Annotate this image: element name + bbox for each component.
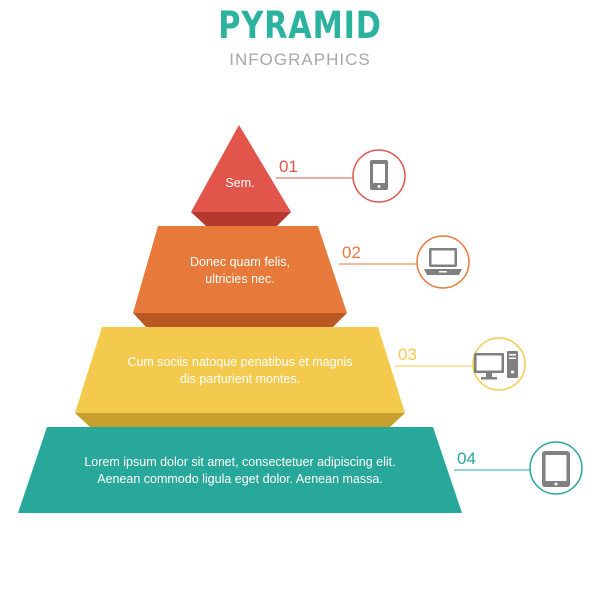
tier-3-depth-face: [75, 413, 405, 427]
tier-4-label: Lorem ipsum dolor sit amet, consectetuer…: [30, 454, 450, 488]
laptop-icon: [424, 248, 462, 275]
tier-3-front-face: [75, 327, 405, 413]
tier-1-number: 01: [279, 157, 298, 176]
tier-4-label-line-2: Aenean commodo ligula eget dolor. Aenean…: [97, 472, 383, 486]
tier-3-label-line-1: Cum sociis natoque penatibus et magnis: [127, 355, 353, 369]
tier-1-label-line-1: Sem.: [225, 176, 255, 190]
tier-4-number: 04: [457, 449, 476, 468]
tier-2-number: 02: [342, 243, 361, 262]
tablet-icon: [542, 451, 570, 487]
tier-2-front-face: [133, 226, 347, 313]
tier-3-number: 03: [398, 345, 417, 364]
tier-2-label: Donec quam felis, ultricies nec.: [140, 254, 340, 288]
tier-4: [18, 427, 462, 513]
tier-1-depth-face: [191, 212, 291, 226]
tier-1-label: Sem.: [190, 175, 290, 192]
tier-3-label: Cum sociis natoque penatibus et magnis d…: [90, 354, 390, 388]
tier-4-front-face: [18, 427, 462, 513]
tier-2-label-line-1: Donec quam felis,: [189, 255, 291, 269]
page-subtitle: INFOGRAPHICS: [229, 50, 371, 69]
tier-2: [133, 226, 347, 327]
tier-4-label-line-1: Lorem ipsum dolor sit amet, consectetuer…: [84, 455, 396, 469]
desktop-computer-icon: [474, 351, 518, 380]
tier-2-label-line-2: ultricies nec.: [205, 272, 275, 286]
tier-3-label-line-2: dis parturient montes.: [179, 372, 301, 386]
mobile-phone-icon: [370, 160, 388, 190]
page-title: PYRAMID: [218, 4, 382, 47]
tier-1: [191, 125, 291, 226]
tier-2-depth-face: [133, 313, 347, 327]
tier-3: [75, 327, 405, 427]
tier-1-front-face: [191, 125, 291, 212]
